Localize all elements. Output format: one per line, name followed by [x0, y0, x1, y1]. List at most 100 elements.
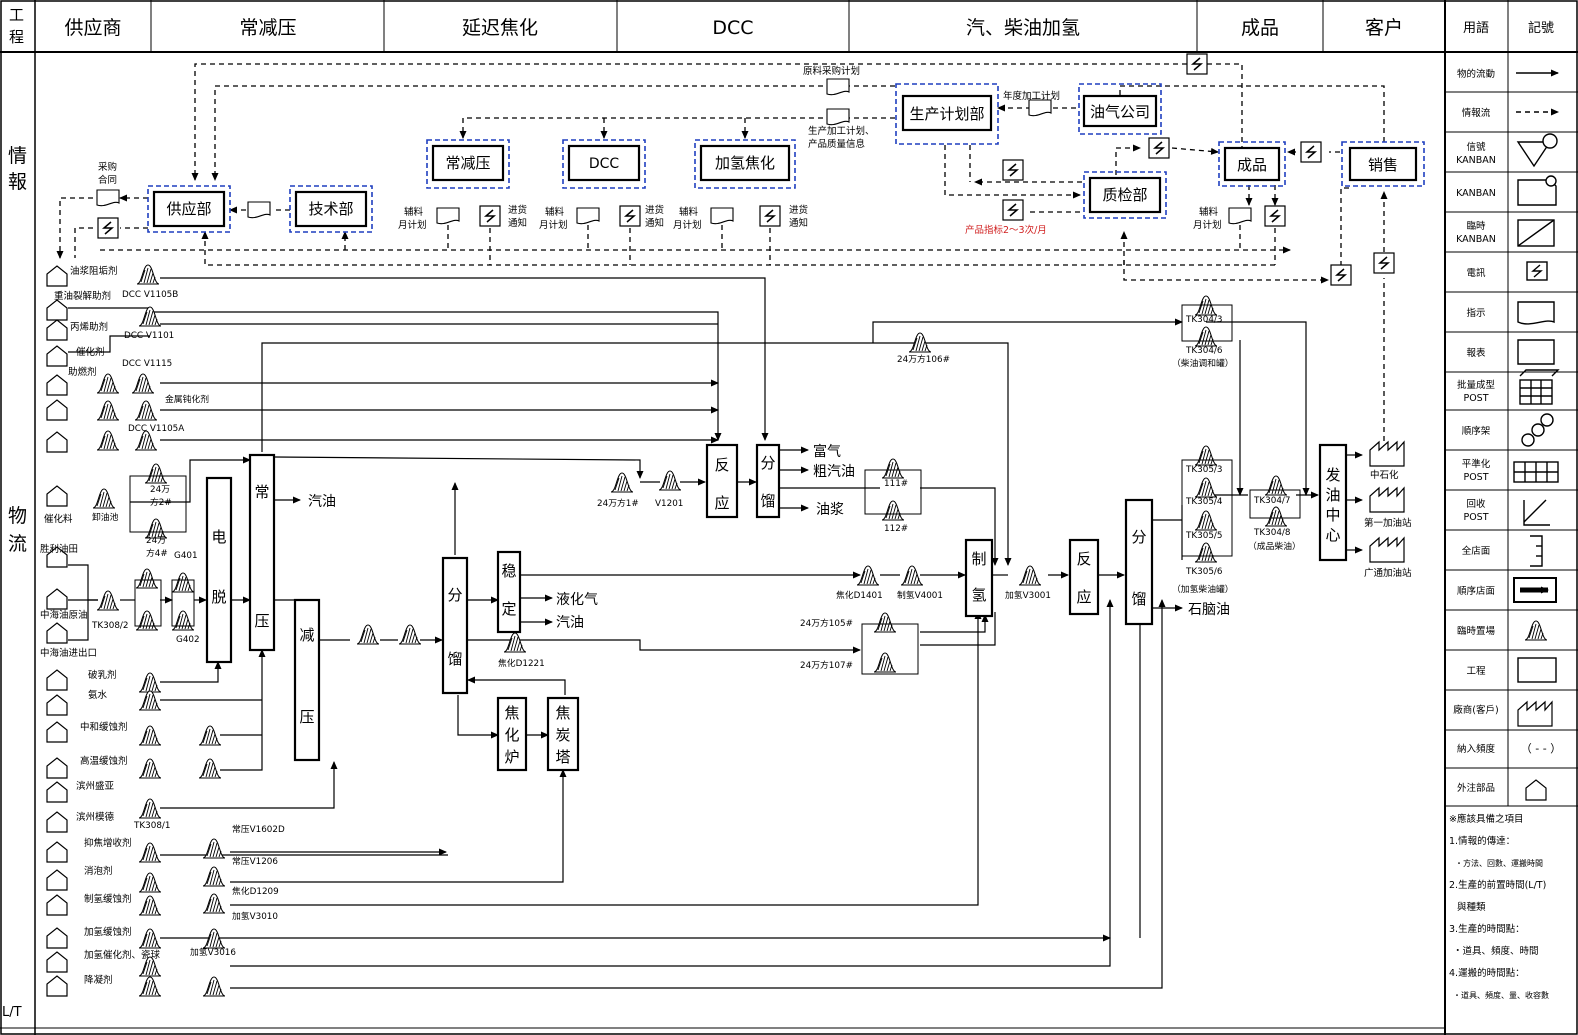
- process-label: 化: [504, 726, 519, 744]
- dept-supply[interactable]: 供应部: [147, 185, 231, 233]
- supplier-icon: [46, 345, 68, 367]
- tank-group-111: [864, 469, 922, 515]
- dept-qc[interactable]: 质检部: [1083, 171, 1167, 219]
- dept-product[interactable]: 成品: [1218, 141, 1286, 187]
- process-frac3[interactable]: [1124, 498, 1154, 626]
- inventory-icon: [144, 463, 168, 484]
- inventory-icon: [138, 928, 162, 949]
- label-aux-plan: 月计划: [673, 219, 702, 231]
- tank-group-tk304-7: [1249, 489, 1301, 519]
- supplier-icon: [46, 757, 68, 779]
- process-atm[interactable]: [248, 453, 276, 652]
- supplier-label: 高温缓蚀剂: [80, 755, 128, 767]
- supplier-icon: [46, 721, 68, 743]
- dept-hcoke[interactable]: 加氢焦化: [694, 139, 796, 189]
- label-notice-2: 通知: [645, 217, 664, 229]
- dept-dcc[interactable]: DCC: [562, 139, 646, 189]
- process-label: 减: [299, 626, 314, 644]
- supplier-icon: [46, 811, 68, 833]
- legend-term: KANBAN: [1456, 188, 1496, 199]
- stock-label: TK304/7: [1253, 496, 1291, 506]
- process-h2[interactable]: [964, 538, 994, 618]
- process-frac1[interactable]: [441, 556, 469, 695]
- process-stab[interactable]: [496, 550, 522, 634]
- dept-atm-label: 常减压: [445, 154, 490, 172]
- legend-term: 廠商(客戶): [1453, 704, 1498, 716]
- process-react1[interactable]: [705, 443, 739, 519]
- stock-label: G401: [174, 551, 198, 561]
- instruction-doc-icon: [710, 207, 734, 225]
- process-label: 反: [1076, 550, 1091, 568]
- telegraph-icon: [479, 205, 501, 227]
- inventory-icon: [1194, 477, 1218, 498]
- dept-atm[interactable]: 常减压: [426, 139, 510, 189]
- process-label: 定: [501, 600, 516, 618]
- inventory-icon: [134, 400, 158, 421]
- label-aux: 辅料: [679, 206, 699, 218]
- supplier-icon: [46, 975, 68, 997]
- telegraph-icon: [1300, 141, 1322, 163]
- instruction-doc-icon: [436, 207, 460, 225]
- inventory-icon: [202, 976, 226, 997]
- process-ship[interactable]: [1318, 443, 1348, 562]
- stock-label: 卸油池: [92, 511, 119, 523]
- instruction-doc-icon: [826, 108, 850, 126]
- side-lt: L/T: [2, 1005, 22, 1020]
- inventory-icon: [1194, 542, 1218, 563]
- supplier-label: 降凝剂: [84, 974, 113, 986]
- inventory-icon: [96, 400, 120, 421]
- supplier-label: 中海油进出口: [40, 647, 97, 659]
- instruction-doc-icon: [576, 207, 600, 225]
- dept-plan[interactable]: 生产计划部: [895, 83, 999, 145]
- inventory-icon: [873, 612, 897, 633]
- legend-term: 全店面: [1462, 545, 1491, 557]
- process-react2[interactable]: [1068, 538, 1100, 616]
- process-vac[interactable]: [293, 598, 321, 762]
- legend-freq-symbol: （ - - ）: [1521, 742, 1561, 755]
- inventory-icon: [138, 976, 162, 997]
- process-label: 压: [254, 612, 269, 630]
- dept-supply-label: 供应部: [166, 200, 211, 218]
- stock-label: 24万: [146, 536, 166, 546]
- stock-label: 加氢V3010: [232, 910, 278, 922]
- process-coketower[interactable]: [546, 696, 580, 772]
- process-furnace[interactable]: [496, 696, 528, 772]
- process-label: 应: [1076, 588, 1091, 606]
- legend-terms-header: 用語: [1463, 20, 1489, 36]
- inventory-icon: [658, 470, 682, 491]
- stock-label: 24万: [150, 485, 170, 495]
- dept-tech[interactable]: 技术部: [289, 185, 373, 233]
- telegraph-icon: [1330, 264, 1352, 286]
- dept-oil[interactable]: 油气公司: [1078, 83, 1162, 135]
- inventory-icon: [138, 842, 162, 863]
- process-frac2[interactable]: [755, 443, 781, 519]
- supplier-labels: 油浆阻垢剂 重油裂解助剂 丙烯助剂 催化剂 助燃剂 催化料 胜利油田 中海油原油…: [40, 265, 161, 986]
- supplier-icon: [46, 927, 68, 949]
- supplier-label: 氨水: [88, 689, 108, 701]
- supplier-icon: [46, 399, 68, 421]
- product-lpg: 液化气: [556, 592, 598, 608]
- process-label: 反: [714, 456, 729, 474]
- inventory-icon: [138, 798, 162, 819]
- stock-label: TK304/6: [1185, 346, 1223, 356]
- material-flow-lines: [68, 277, 1363, 989]
- telegraph-icon: [759, 205, 781, 227]
- dept-oil-label: 油气公司: [1090, 103, 1150, 121]
- tank-groups: [129, 304, 1301, 675]
- supplier-icon: [46, 374, 68, 396]
- inventory-icon: [202, 893, 226, 914]
- label-aux: 辅料: [404, 206, 424, 218]
- legend-term: 平準化: [1462, 458, 1491, 470]
- instruction-doc-icon: [826, 78, 850, 96]
- label-aux: 辅料: [1199, 206, 1219, 218]
- process-label: 发: [1325, 466, 1340, 484]
- dept-hcoke-label: 加氢焦化: [715, 154, 775, 172]
- dept-sales[interactable]: 销售: [1341, 141, 1425, 187]
- legend-term: 外注部品: [1457, 782, 1495, 794]
- process-edesalt[interactable]: [205, 476, 233, 664]
- telegraph-icon: [1373, 252, 1395, 274]
- inventory-icon: [138, 758, 162, 779]
- stock-label: 焦化D1209: [232, 885, 279, 897]
